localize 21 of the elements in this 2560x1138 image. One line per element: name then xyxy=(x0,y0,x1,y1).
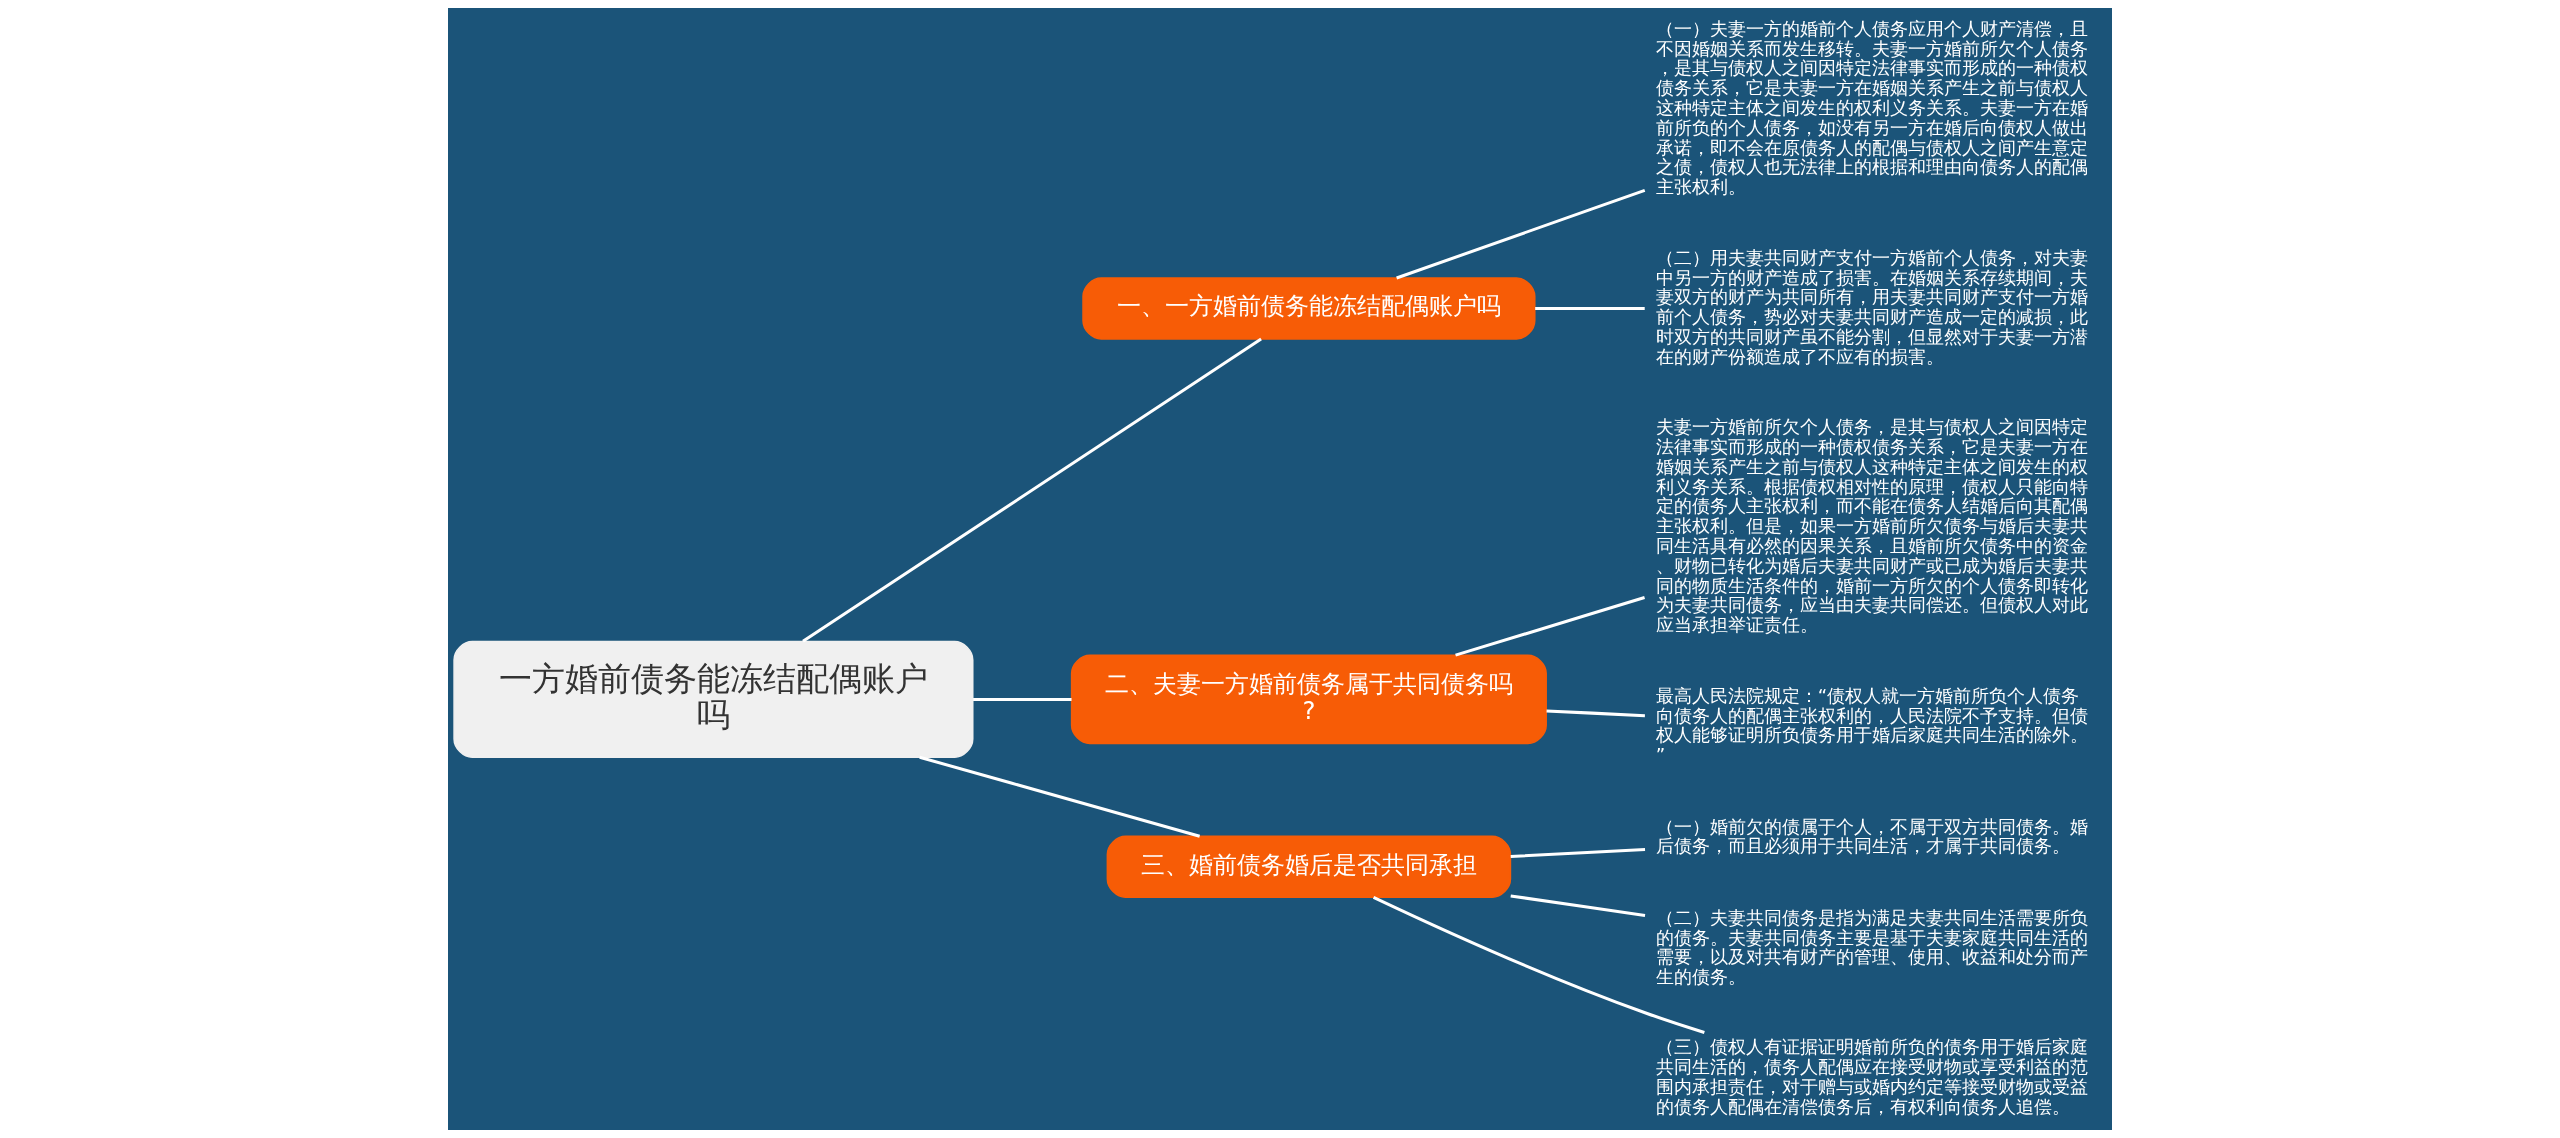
connector xyxy=(1372,895,1705,1034)
connector xyxy=(1510,848,1646,858)
connector xyxy=(802,337,1262,643)
node-text: （三）债权人有证据证明婚前所负的债务用于婚后家庭共同生活的，债务人配偶应在接受财物或享受利益的范围内承担责任，对于赠与或婚内约定等接受财物或受益的债务人配偶在清偿债务后，有权利向债务人追偿。 xyxy=(1655,1036,2088,1117)
connector xyxy=(1546,709,1645,718)
node-box: 一方婚前债务能冻结配偶账户吗 xyxy=(453,640,974,758)
connector xyxy=(973,697,1072,701)
node-box: 二、夫妻一方婚前债务属于共同债务吗? xyxy=(1070,654,1547,745)
node-text: （一）婚前欠的债属于个人，不属于双方共同债务。婚后债务，而且必须用于共同生活，才属于共同债务。 xyxy=(1655,815,2088,857)
node-text: （二）夫妻共同债务是指为满足夫妻共同生活需要所负的债务。夫妻共同债务主要是基于夫妻家庭共同生活的需要，以及对共有财产的管理、使用、收益和处分而产生的债务。 xyxy=(1655,906,2088,988)
node-text: （一）夫妻一方的婚前个人债务应用个人财产清偿，且不因婚姻关系而发生移转。夫妻一方婚前所欠个人债务，是其与债权人之间因特定法律事实而形成的一种债权债务关系，它是夫妻一方在婚姻关系产生之前与债权人这种特定主体之间发生的权利义务关系。夫妻一方在婚前所负的个人债务，如没有另一方在婚后向债权人做出承诺，即不会在原债务人的配偶与债权人之间产生意定之债，债权人也无法律上的根据和理由向债务人的配偶主张权利。 xyxy=(1655,17,2088,198)
node-text: 最高人民法院规定：“债权人就一方婚前所负个人债务向债务人的配偶主张权利的，人民法院不予支持。但债权人能够证明所负债务用于婚后家庭共同生活的除外。” xyxy=(1655,684,2088,766)
node-box: 一、一方婚前债务能冻结配偶账户吗 xyxy=(1082,277,1536,340)
connector xyxy=(1455,596,1645,657)
connector xyxy=(1396,188,1646,280)
node-text: （二）用夫妻共同财产支付一方婚前个人债务，对夫妻中另一方的财产造成了损害。在婚姻关系存续期间，夫妻双方的财产为共同所有，用夫妻共同财产支付一方婚前个人债务，势必对夫妻共同财产造成一定的减损，此时双方的共同财产虽不能分割，但显然对于夫妻一方潜在的财产份额造成了不应有的损害。 xyxy=(1655,246,2088,367)
connector xyxy=(1510,894,1646,917)
connector xyxy=(1535,307,1645,311)
connector xyxy=(919,755,1201,838)
node-text: 夫妻一方婚前所欠个人债务，是其与债权人之间因特定法律事实而形成的一种债权债务关系，它是夫妻一方在婚姻关系产生之前与债权人这种特定主体之间发生的权利义务关系。根据债权相对性的原理，债权人只能向特定的债务人主张权利，而不能在债务人结婚后向其配偶主张权利。但是，如果一方婚前所欠债务与婚后夫妻共同生活具有必然的因果关系，且婚前所欠债务中的资金、财物已转化为婚后夫妻共同财产或已成为婚后夫妻共同的物质生活条件的，婚前一方所欠的个人债务即转化为夫妻共同债务，应当由夫妻共同偿还。但债权人对此应当承担举证责任。 xyxy=(1655,416,2088,636)
node-box: 三、婚前债务婚后是否共同承担 xyxy=(1106,835,1512,898)
